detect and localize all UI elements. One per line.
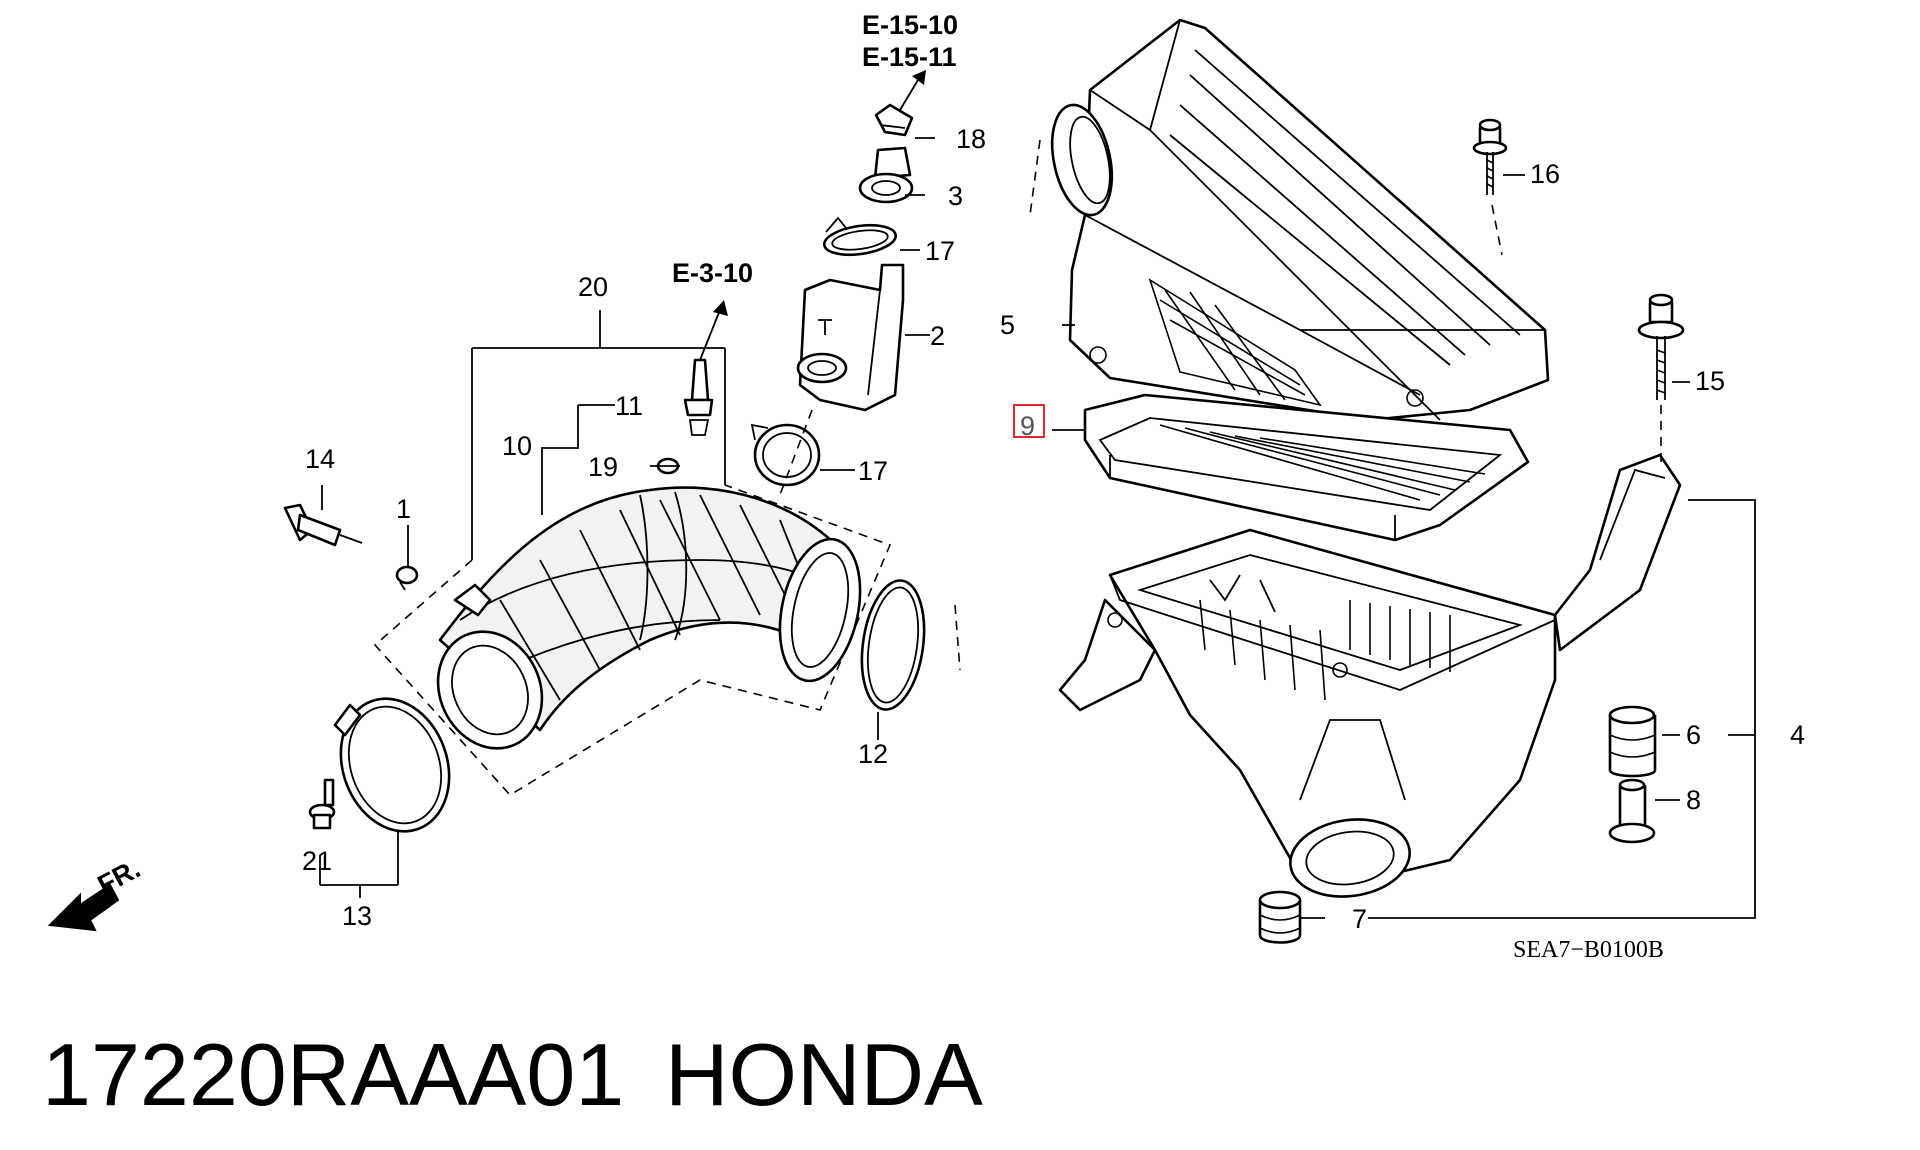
o-ring-12-part [860, 579, 926, 711]
highlight-box [1013, 404, 1045, 438]
callout-20: 20 [578, 272, 608, 302]
callout-6: 6 [1686, 720, 1701, 750]
air-cleaner-cover-part [1029, 18, 1550, 422]
sensor-18-part [874, 103, 914, 137]
callout-10: 10 [502, 431, 532, 461]
breather-pipe-11-part [683, 358, 714, 436]
clamp-17-lower-part [750, 423, 821, 487]
bolt-15-part [1637, 293, 1685, 465]
callout-9: 9 [1020, 411, 1035, 441]
clip-1-part [395, 565, 419, 591]
rubber-3-part [858, 146, 914, 204]
bolt-16-part [1472, 118, 1508, 256]
group-brackets [319, 70, 1756, 919]
callout-3: 3 [948, 181, 963, 211]
air-cleaner-case-part [1058, 453, 1682, 898]
diagram-code: SEA7−B0100B [1513, 937, 1664, 963]
clamp-17-upper-part [822, 216, 898, 257]
callout-4: 4 [1790, 720, 1805, 750]
air-filter-element-part [1083, 393, 1530, 542]
guide-line [777, 409, 813, 501]
mount-rubber-7-part [1258, 890, 1302, 944]
reference-e-3-10: E-3-10 [672, 258, 753, 288]
callout-8: 8 [1686, 785, 1701, 815]
front-direction-arrow-icon: FR. [47, 853, 145, 932]
callout-14: 14 [305, 444, 335, 474]
callout-7: 7 [1352, 904, 1367, 934]
callout-11: 11 [615, 391, 643, 421]
brand-name: HONDA [665, 1025, 983, 1124]
band-13-part [333, 697, 451, 833]
callout-5: 5 [1000, 310, 1015, 340]
callout-19: 19 [588, 452, 618, 482]
collar-8-part [1608, 778, 1656, 844]
callout-1: 1 [396, 494, 411, 524]
reference-e-15-11: E-15-11 [862, 42, 957, 72]
callout-21: 21 [302, 846, 332, 876]
mount-rubber-6-part [1608, 705, 1657, 778]
part-number: 17220RAAA01 [42, 1025, 624, 1124]
sensor-14-part [283, 503, 363, 547]
intake-tube-part [436, 486, 862, 750]
callout-17-lower: 17 [858, 456, 888, 486]
callout-16: 16 [1530, 159, 1560, 189]
reference-e-15-10: E-15-10 [862, 10, 958, 40]
callout-12: 12 [858, 739, 888, 769]
callout-18: 18 [956, 124, 986, 154]
resonator-chamber-2-part [796, 263, 905, 412]
callout-13: 13 [342, 901, 372, 931]
callout-15: 15 [1695, 366, 1725, 396]
callout-17-upper: 17 [925, 236, 955, 266]
callout-2: 2 [930, 321, 945, 351]
bolt-21-part [308, 778, 336, 830]
